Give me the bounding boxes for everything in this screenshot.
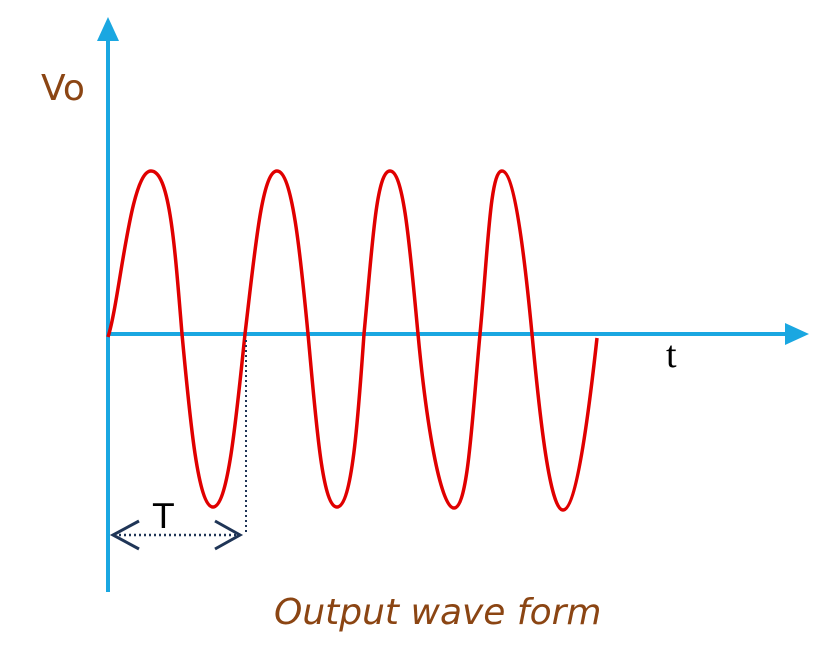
x-axis-arrow-icon	[785, 323, 809, 345]
right-chevron-icon	[214, 519, 244, 551]
y-axis-label: Vo	[41, 68, 85, 109]
y-axis-arrow-icon	[97, 17, 119, 41]
sine-wave	[106, 169, 599, 512]
diagram-caption: Output wave form	[274, 592, 602, 633]
x-axis-label: t	[666, 334, 677, 376]
left-chevron-icon	[109, 519, 140, 551]
period-label: T	[153, 497, 174, 537]
